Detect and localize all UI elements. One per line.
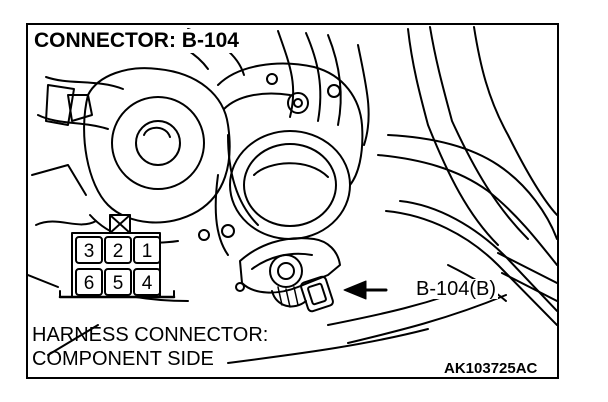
- pin-label-5: 5: [113, 273, 124, 294]
- pin-label-4: 4: [142, 273, 153, 294]
- pin-cell-5: [104, 268, 132, 296]
- figure-id: AK103725AC: [442, 360, 540, 377]
- sensor-component: [235, 237, 341, 313]
- throttle-body: [198, 62, 364, 256]
- connector-title: CONNECTOR: B-104: [32, 29, 243, 53]
- pin-cell-1: [133, 236, 161, 264]
- engine-illustration: 321 654: [28, 26, 557, 364]
- pin-label-3: 3: [84, 241, 95, 262]
- connector-callout-label: B-104(B): [414, 278, 499, 300]
- pin-cell-4: [133, 268, 161, 296]
- pin-cell-2: [104, 236, 132, 264]
- harness-label-line1: HARNESS CONNECTOR:: [32, 324, 269, 346]
- throttle-housing: [45, 67, 231, 246]
- pin-label-2: 2: [113, 241, 124, 262]
- pin-label-1: 1: [142, 241, 153, 262]
- pin-cell-3: [75, 236, 103, 264]
- callout-arrow: [343, 280, 388, 300]
- pin-cell-6: [75, 268, 103, 296]
- harness-label-line2: COMPONENT SIDE: [32, 348, 214, 370]
- harness-connector-label: HARNESS CONNECTOR: COMPONENT SIDE: [32, 323, 268, 371]
- pin-label-6: 6: [84, 273, 95, 294]
